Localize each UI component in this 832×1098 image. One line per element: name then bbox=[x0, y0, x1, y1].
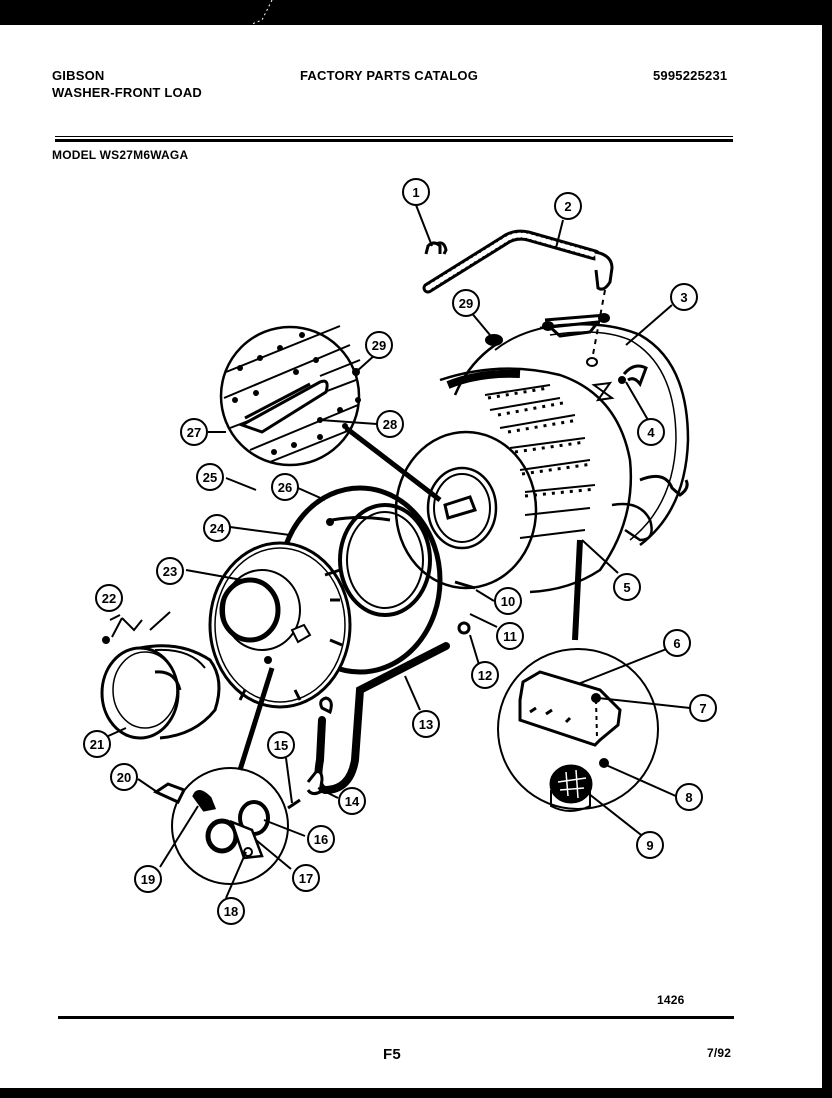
callout-13: 13 bbox=[412, 710, 440, 738]
callout-22: 22 bbox=[95, 584, 123, 612]
callout-24: 24 bbox=[203, 514, 231, 542]
svg-text:11: 11 bbox=[503, 629, 517, 644]
callout-16: 16 bbox=[307, 825, 335, 853]
callout-10: 10 bbox=[494, 587, 522, 615]
callout-9: 9 bbox=[636, 831, 664, 859]
callout-14: 14 bbox=[338, 787, 366, 815]
svg-text:24: 24 bbox=[210, 521, 225, 536]
callout-2: 2 bbox=[554, 192, 582, 220]
svg-text:9: 9 bbox=[646, 838, 653, 853]
catalog-number: 5995225231 bbox=[653, 68, 728, 83]
callout-27: 27 bbox=[180, 418, 208, 446]
callout-8: 8 bbox=[675, 783, 703, 811]
svg-text:27: 27 bbox=[187, 425, 201, 440]
svg-text:22: 22 bbox=[102, 591, 116, 606]
svg-text:14: 14 bbox=[345, 794, 360, 809]
callout-11: 11 bbox=[496, 622, 524, 650]
svg-text:16: 16 bbox=[314, 832, 328, 847]
svg-text:19: 19 bbox=[141, 872, 155, 887]
tub-front-assembly bbox=[208, 485, 443, 709]
svg-text:17: 17 bbox=[299, 871, 313, 886]
pump-inset-detail bbox=[152, 667, 289, 885]
catalog-title: FACTORY PARTS CATALOG bbox=[300, 68, 479, 83]
svg-text:29: 29 bbox=[372, 338, 386, 353]
callout-25: 25 bbox=[196, 463, 224, 491]
svg-text:29: 29 bbox=[459, 296, 473, 311]
clamp-part-1 bbox=[424, 241, 448, 255]
filter-inset-detail bbox=[497, 648, 659, 812]
svg-text:26: 26 bbox=[278, 480, 292, 495]
callout-4: 4 bbox=[637, 418, 665, 446]
callout-21: 21 bbox=[83, 730, 111, 758]
callout-23: 23 bbox=[156, 557, 184, 585]
brand-name: GIBSON bbox=[52, 68, 105, 83]
hose-part-2 bbox=[422, 229, 614, 294]
svg-text:18: 18 bbox=[224, 904, 238, 919]
callout-17: 17 bbox=[292, 864, 320, 892]
svg-text:25: 25 bbox=[203, 470, 217, 485]
header-rule-thin bbox=[55, 136, 733, 137]
svg-text:15: 15 bbox=[274, 738, 288, 753]
callout-1: 1 bbox=[402, 178, 430, 206]
callout-29-inset: 29 bbox=[365, 331, 393, 359]
svg-text:8: 8 bbox=[685, 790, 692, 805]
callout-3: 3 bbox=[670, 283, 698, 311]
svg-text:21: 21 bbox=[90, 737, 104, 752]
svg-text:6: 6 bbox=[673, 636, 680, 651]
callout-6: 6 bbox=[663, 629, 691, 657]
callout-26: 26 bbox=[271, 473, 299, 501]
svg-text:4: 4 bbox=[647, 425, 655, 440]
callout-20: 20 bbox=[110, 763, 138, 791]
callout-19: 19 bbox=[134, 865, 162, 893]
page-code: F5 bbox=[383, 1046, 401, 1063]
callout-5: 5 bbox=[613, 573, 641, 601]
svg-text:23: 23 bbox=[163, 564, 177, 579]
callout-28-inset: 28 bbox=[376, 410, 404, 438]
callout-29-tub: 29 bbox=[452, 289, 480, 317]
product-type: WASHER-FRONT LOAD bbox=[52, 85, 202, 100]
svg-text:12: 12 bbox=[478, 668, 492, 683]
callout-labels: 1 2 3 4 5 6 7 8 9 10 11 12 13 14 15 16 1… bbox=[83, 178, 717, 925]
callout-15: 15 bbox=[267, 731, 295, 759]
svg-text:10: 10 bbox=[501, 594, 515, 609]
drawing-number: 1426 bbox=[657, 993, 685, 1007]
svg-text:20: 20 bbox=[117, 770, 131, 785]
footer-rule bbox=[58, 1016, 734, 1019]
baffle-inset-detail bbox=[219, 325, 361, 467]
header-rule-thick bbox=[55, 139, 733, 142]
svg-text:2: 2 bbox=[564, 199, 571, 214]
svg-text:3: 3 bbox=[680, 290, 687, 305]
svg-text:1: 1 bbox=[412, 185, 419, 200]
revision-date: 7/92 bbox=[707, 1046, 732, 1060]
callout-12: 12 bbox=[471, 661, 499, 689]
callout-18: 18 bbox=[217, 897, 245, 925]
svg-text:5: 5 bbox=[623, 580, 630, 595]
svg-text:28: 28 bbox=[383, 417, 397, 432]
model-label: MODEL WS27M6WAGA bbox=[52, 148, 189, 162]
door-boot-part-21 bbox=[100, 644, 221, 740]
svg-text:7: 7 bbox=[699, 701, 706, 716]
grommet-part-29 bbox=[485, 334, 503, 346]
callout-7: 7 bbox=[689, 694, 717, 722]
svg-text:13: 13 bbox=[419, 717, 433, 732]
